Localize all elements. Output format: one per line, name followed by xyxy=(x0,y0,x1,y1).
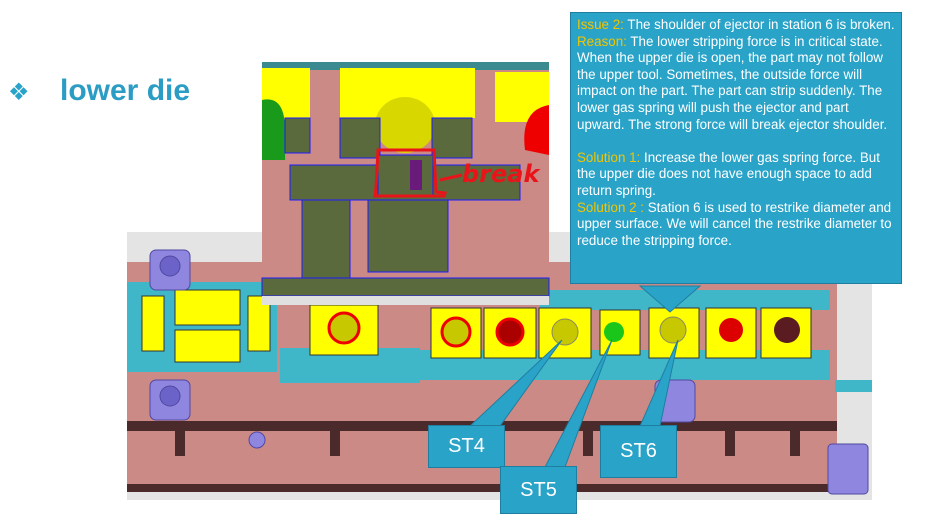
break-annotation: break xyxy=(462,160,540,188)
break-arrow-icon xyxy=(439,173,463,182)
slide-title: lower die xyxy=(60,74,191,107)
ejector-section-inset xyxy=(261,62,550,305)
solution1-label: Solution 1: xyxy=(577,149,641,165)
solution1-paragraph: Solution 1: Increase the lower gas sprin… xyxy=(577,150,895,200)
lower-die-assembly-view xyxy=(127,232,872,500)
issue-paragraph: Issue 2: The shoulder of ejector in stat… xyxy=(577,17,895,34)
station-label-st6: ST6 xyxy=(600,425,677,478)
reason-paragraph: Reason: The lower stripping force is in … xyxy=(577,34,895,134)
solution1-text: Increase the lower gas spring force. But… xyxy=(577,149,880,198)
station-label-st5: ST5 xyxy=(500,466,577,514)
station-label-st4: ST4 xyxy=(428,425,505,468)
issue-text: The shoulder of ejector in station 6 is … xyxy=(623,17,895,32)
reason-text: The lower stripping force is in critical… xyxy=(577,33,888,132)
issue-callout-box: Issue 2: The shoulder of ejector in stat… xyxy=(570,12,902,284)
callout-pointer xyxy=(638,285,702,313)
solution2-label: Solution 2 : xyxy=(577,199,644,215)
solution2-text: Station 6 is used to restrike diameter a… xyxy=(577,199,892,248)
issue-label: Issue 2: xyxy=(577,17,624,32)
reason-label: Reason: xyxy=(577,33,627,49)
spacer xyxy=(577,133,895,150)
station-blocks xyxy=(309,304,812,359)
solution2-paragraph: Solution 2 : Station 6 is used to restri… xyxy=(577,200,895,250)
break-highlight-outline xyxy=(373,148,448,198)
diamond-bullet-icon: ❖ xyxy=(8,79,30,106)
